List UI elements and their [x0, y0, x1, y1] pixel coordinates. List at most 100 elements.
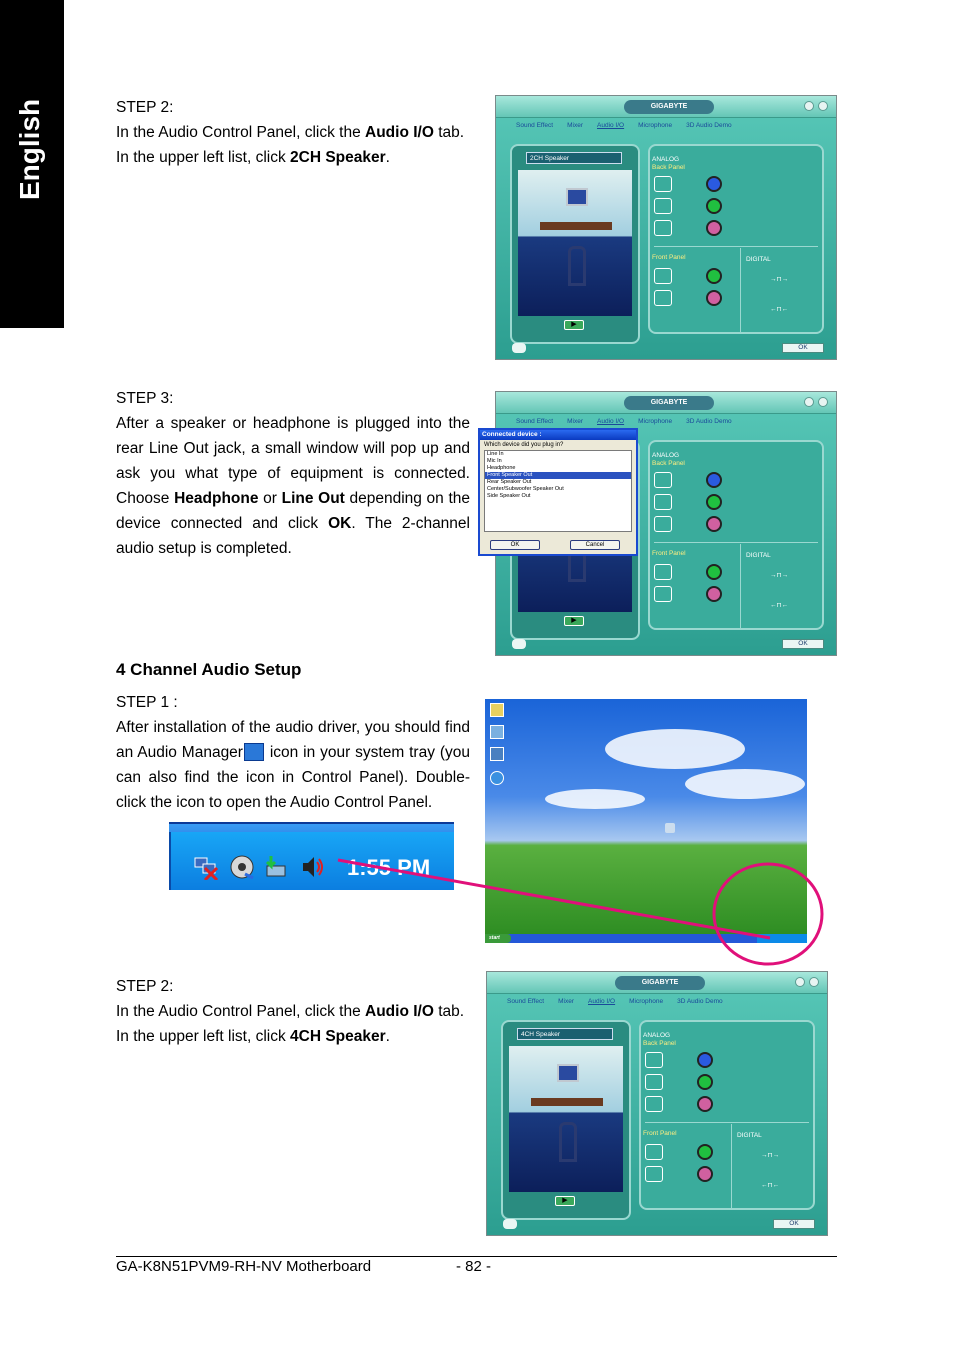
- minimize-button[interactable]: [804, 397, 814, 407]
- my-computer-icon[interactable]: [490, 725, 504, 739]
- front-headphone-jack[interactable]: [706, 564, 722, 580]
- tab-mixer[interactable]: Mixer: [567, 122, 583, 129]
- tab-sound-effect[interactable]: Sound Effect: [516, 122, 554, 129]
- front-mic-jack[interactable]: [697, 1166, 713, 1182]
- instruction-line: In the Audio Control Panel, click the Au…: [116, 124, 465, 141]
- tab-mixer[interactable]: Mixer: [567, 418, 583, 425]
- device-option[interactable]: Line In: [487, 451, 504, 457]
- device-option[interactable]: Front Speaker Out: [485, 472, 631, 479]
- play-test-button[interactable]: ▶: [564, 616, 584, 626]
- front-mic-jack[interactable]: [706, 290, 722, 306]
- audio-disc-icon[interactable]: [229, 854, 255, 880]
- microphone-icon: [654, 586, 672, 602]
- front-headphone-jack[interactable]: [706, 268, 722, 284]
- cancel-button[interactable]: Cancel: [570, 540, 620, 550]
- close-button[interactable]: [818, 397, 828, 407]
- close-button[interactable]: [818, 101, 828, 111]
- tab-microphone[interactable]: Microphone: [638, 418, 673, 425]
- line-out-jack[interactable]: [706, 494, 722, 510]
- speaker-device-icon: [654, 176, 672, 192]
- speakers-device-icon: [654, 494, 672, 510]
- network-disconnected-icon[interactable]: [193, 854, 219, 880]
- start-button[interactable]: start: [485, 934, 511, 943]
- network-icon[interactable]: [490, 747, 504, 761]
- tab-audio-i-o[interactable]: Audio I/O: [597, 418, 625, 425]
- internet-explorer-icon[interactable]: [490, 771, 504, 785]
- device-option[interactable]: Rear Speaker Out: [487, 479, 532, 485]
- mic-in-jack[interactable]: [706, 516, 722, 532]
- analog-label: ANALOG: [643, 1032, 671, 1039]
- panel-tabs: Sound Effect Mixer Audio I/O Microphone 3D A…: [516, 418, 732, 425]
- line-in-jack[interactable]: [697, 1052, 713, 1068]
- spdif-out-icon: →⊓→: [770, 572, 789, 579]
- safely-remove-hardware-icon[interactable]: [263, 854, 289, 880]
- step-label: STEP 3:: [116, 390, 174, 407]
- speaker-config-select[interactable]: 2CH Speaker: [526, 152, 622, 164]
- tray-clock: 1:55 PM: [347, 855, 431, 880]
- play-test-button[interactable]: ▶: [564, 320, 584, 330]
- info-button[interactable]: [503, 1219, 517, 1229]
- ok-button[interactable]: OK: [490, 540, 540, 550]
- info-button[interactable]: [512, 343, 526, 353]
- info-button[interactable]: [512, 639, 526, 649]
- speaker-icon[interactable]: [299, 854, 325, 880]
- headphone-icon: [645, 1144, 663, 1160]
- line-in-jack[interactable]: [706, 176, 722, 192]
- front-mic-jack[interactable]: [706, 586, 722, 602]
- recycle-bin-icon[interactable]: [665, 823, 675, 833]
- tab-3d-audio-demo[interactable]: 3D Audio Demo: [686, 122, 732, 129]
- step3-text: STEP 3: After a speaker or headphone is …: [116, 386, 470, 561]
- brand-logo: GIGABYTE: [615, 976, 705, 990]
- tab-microphone[interactable]: Microphone: [638, 122, 673, 129]
- mic-in-jack[interactable]: [706, 220, 722, 236]
- step-label: STEP 1 :: [116, 694, 178, 711]
- tab-sound-effect[interactable]: Sound Effect: [507, 998, 545, 1005]
- minimize-button[interactable]: [804, 101, 814, 111]
- speaker-device-icon: [654, 472, 672, 488]
- back-panel-label: Back Panel: [643, 1040, 676, 1047]
- play-test-button[interactable]: ▶: [555, 1196, 575, 1206]
- ok-button[interactable]: OK: [782, 639, 824, 649]
- line-out-jack[interactable]: [706, 198, 722, 214]
- minimize-button[interactable]: [795, 977, 805, 987]
- tab-microphone[interactable]: Microphone: [629, 998, 664, 1005]
- footer-model: GA-K8N51PVM9-RH-NV Motherboard: [116, 1258, 372, 1275]
- ok-button[interactable]: OK: [782, 343, 824, 353]
- system-tray-zoom: 1:55 PM: [169, 822, 454, 890]
- digital-label: DIGITAL: [746, 552, 771, 559]
- back-panel-label: Back Panel: [652, 460, 685, 467]
- taskbar: [485, 934, 807, 943]
- desktop-folder-icon[interactable]: [490, 703, 504, 717]
- step2-4ch-text: STEP 2: In the Audio Control Panel, clic…: [116, 974, 470, 1049]
- spdif-in-icon: ←⊓←: [770, 306, 789, 313]
- spdif-out-icon: →⊓→: [761, 1152, 780, 1159]
- spdif-out-icon: →⊓→: [770, 276, 789, 283]
- panel-tabs: Sound Effect Mixer Audio I/O Microphone 3D A…: [507, 998, 723, 1005]
- tab-audio-i-o[interactable]: Audio I/O: [597, 122, 625, 129]
- step1-4ch-text: STEP 1 : After installation of the audio…: [116, 690, 470, 815]
- device-option[interactable]: Headphone: [487, 465, 516, 471]
- tab-3d-audio-demo[interactable]: 3D Audio Demo: [686, 418, 732, 425]
- ok-button[interactable]: OK: [773, 1219, 815, 1229]
- tab-audio-i-o[interactable]: Audio I/O: [588, 998, 616, 1005]
- speaker-config-select[interactable]: 4CH Speaker: [517, 1028, 613, 1040]
- system-tray[interactable]: [757, 934, 807, 943]
- tab-3d-audio-demo[interactable]: 3D Audio Demo: [677, 998, 723, 1005]
- front-headphone-jack[interactable]: [697, 1144, 713, 1160]
- desktop-screenshot: start: [485, 699, 807, 943]
- device-option[interactable]: Side Speaker Out: [487, 493, 531, 499]
- device-option[interactable]: Center/Subwoofer Speaker Out: [487, 486, 564, 492]
- footer-page-number: - 82 -: [456, 1258, 492, 1275]
- tab-sound-effect[interactable]: Sound Effect: [516, 418, 554, 425]
- section-divider: [654, 246, 818, 247]
- mic-in-jack[interactable]: [697, 1096, 713, 1112]
- close-button[interactable]: [809, 977, 819, 987]
- line-out-jack[interactable]: [697, 1074, 713, 1090]
- line-in-jack[interactable]: [706, 472, 722, 488]
- section-heading-4ch: 4 Channel Audio Setup: [116, 660, 302, 679]
- tab-mixer[interactable]: Mixer: [558, 998, 574, 1005]
- device-option[interactable]: Mic In: [487, 458, 502, 464]
- desk-graphic: [531, 1098, 603, 1106]
- speaker-config-box: 2CH Speaker ▶: [510, 144, 640, 344]
